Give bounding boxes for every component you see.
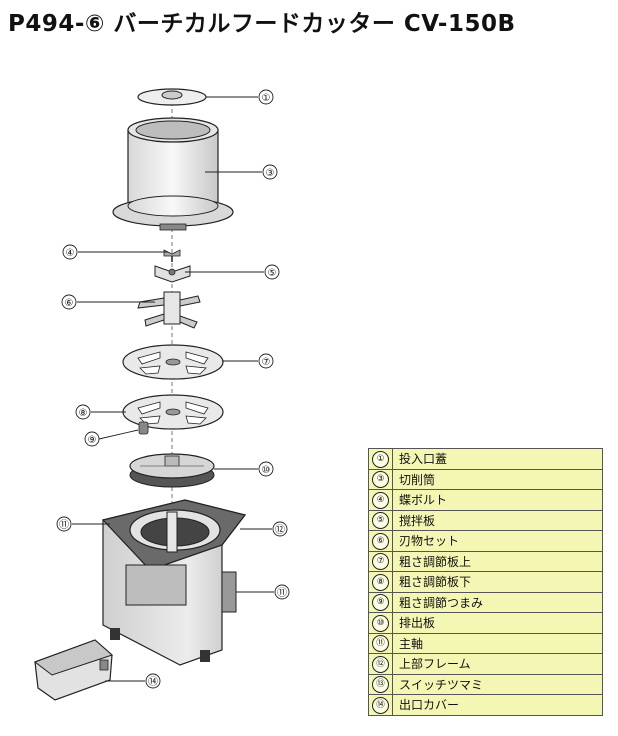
legend-part-name: 上部フレーム xyxy=(392,653,603,675)
legend-part-name: 刃物セット xyxy=(392,530,603,552)
legend-part-number: ⑦ xyxy=(372,553,389,571)
legend-part-number-cell: ⑭ xyxy=(368,694,393,716)
lid-part xyxy=(137,88,207,106)
callout-3: ③ xyxy=(266,168,275,179)
legend-part-number: ④ xyxy=(372,491,389,509)
legend-part-number-cell: ⑫ xyxy=(368,653,393,675)
coarseness-knob-part xyxy=(138,421,149,435)
callout-8: ⑧ xyxy=(79,408,88,419)
legend-part-name: 粗さ調節つまみ xyxy=(392,591,603,613)
callout-14: ⑭ xyxy=(148,676,158,688)
legend-part-name: 主軸 xyxy=(392,632,603,654)
legend-part-number: ⑭ xyxy=(372,696,389,714)
callout-6: ⑥ xyxy=(65,298,74,309)
legend-part-number-cell: ④ xyxy=(368,489,393,511)
legend-part-name: 粗さ調節板上 xyxy=(392,550,603,572)
legend-part-number-cell: ⑦ xyxy=(368,550,393,572)
legend-part-number: ⑨ xyxy=(372,594,389,612)
upper-coarseness-plate-part xyxy=(122,344,224,380)
callout-9: ⑨ xyxy=(88,435,97,446)
legend-part-name: 切削筒 xyxy=(392,468,603,490)
legend-part-number-cell: ⑩ xyxy=(368,612,393,634)
legend-part-name: 投入口蓋 xyxy=(392,448,603,470)
callout-4: ④ xyxy=(66,248,75,259)
discharge-plate-part xyxy=(129,453,215,488)
legend-part-number-cell: ③ xyxy=(368,468,393,490)
legend-part-name: スイッチツマミ xyxy=(392,673,603,695)
main-body-part xyxy=(101,499,247,666)
callout-1: ① xyxy=(262,93,271,104)
legend-part-number-cell: ⑬ xyxy=(368,673,393,695)
outlet-cover-part xyxy=(33,639,113,701)
legend-part-number-cell: ⑪ xyxy=(368,632,393,654)
legend-part-number-cell: ⑧ xyxy=(368,571,393,593)
callout-5: ⑤ xyxy=(268,268,277,279)
wing-bolt-part xyxy=(163,249,181,262)
legend-part-number-cell: ⑥ xyxy=(368,530,393,552)
legend-part-name: 撹拌板 xyxy=(392,509,603,531)
legend-part-number: ③ xyxy=(372,471,389,489)
legend-part-name: 蝶ボルト xyxy=(392,489,603,511)
callout-11-side: ⑪ xyxy=(277,587,287,599)
legend-part-number-cell: ⑨ xyxy=(368,591,393,613)
legend-part-number-cell: ⑤ xyxy=(368,509,393,531)
legend-part-number: ⑧ xyxy=(372,573,389,591)
callout-11-shaft: ⑪ xyxy=(59,519,69,531)
legend-part-name: 出口カバー xyxy=(392,694,603,716)
callout-10: ⑩ xyxy=(262,465,271,476)
blade-set-part xyxy=(137,291,201,329)
legend-part-number: ⑥ xyxy=(372,532,389,550)
page-title: P494-⑥ バーチカルフードカッター CV-150B xyxy=(8,11,516,37)
cutting-cylinder-part xyxy=(112,117,234,231)
legend-part-number: ⑤ xyxy=(372,512,389,530)
callout-labels: ① ③ ④ ⑤ ⑥ ⑦ ⑧ ⑨ ⑩ ⑪ ⑫ ⑪ ⑭ xyxy=(56,89,290,689)
callout-7: ⑦ xyxy=(262,357,271,368)
leader-lines xyxy=(72,96,274,682)
legend-part-name: 排出板 xyxy=(392,612,603,634)
legend-part-number: ⑪ xyxy=(372,635,389,653)
callout-12: ⑫ xyxy=(275,524,285,536)
legend-part-number: ⑬ xyxy=(372,676,389,694)
legend-part-number: ⑫ xyxy=(372,655,389,673)
legend-part-name: 粗さ調節板下 xyxy=(392,571,603,593)
lower-coarseness-plate-part xyxy=(122,394,224,435)
legend-part-number-cell: ① xyxy=(368,448,393,470)
legend-part-number: ⑩ xyxy=(372,614,389,632)
legend-part-number: ① xyxy=(372,450,389,468)
agitator-part xyxy=(154,265,191,283)
